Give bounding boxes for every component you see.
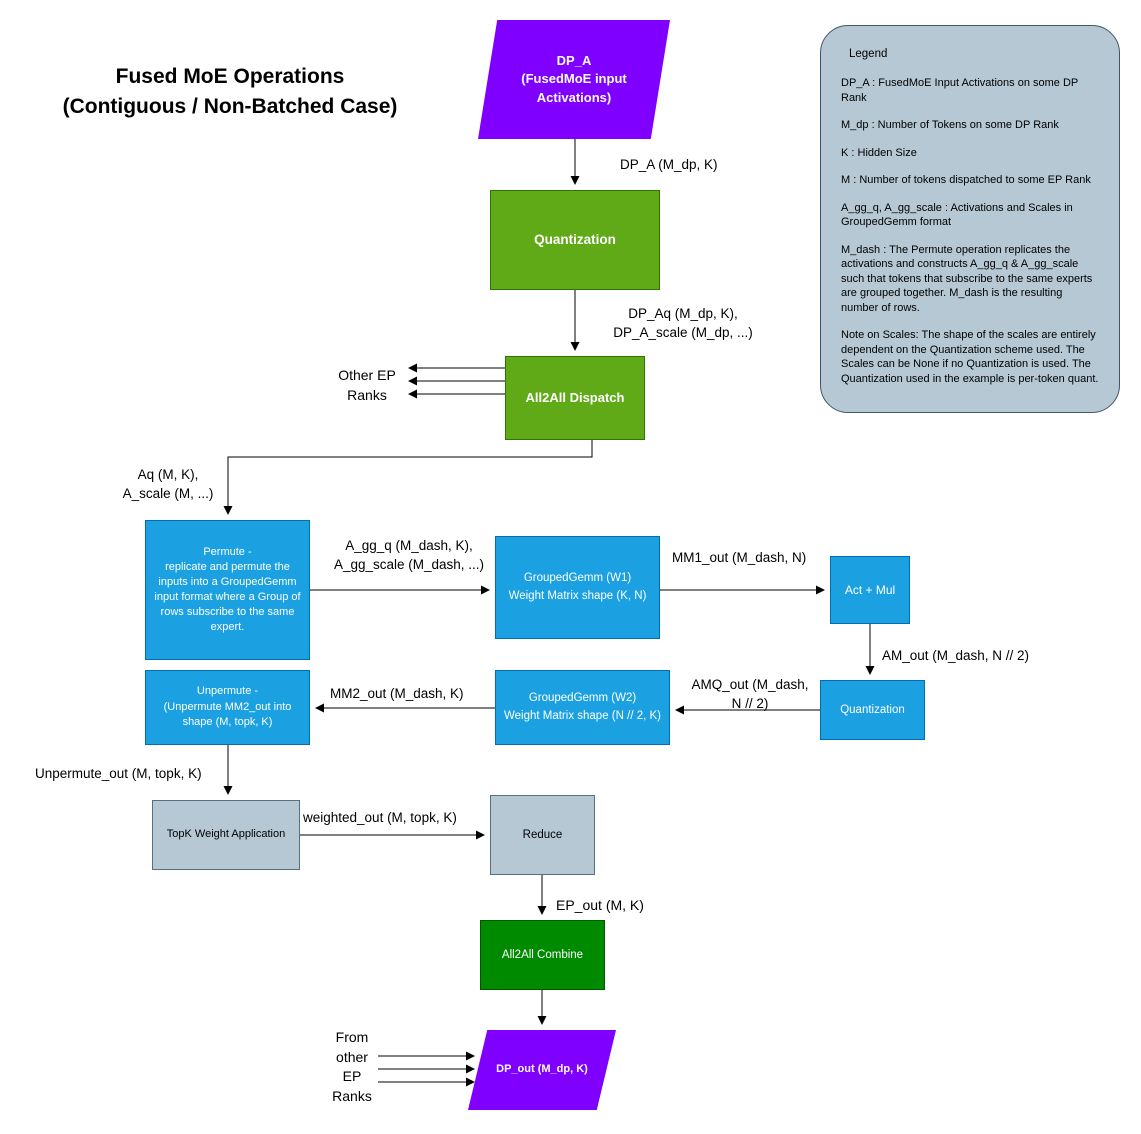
page-title: Fused MoE Operations (Contiguous / Non-B…: [62, 65, 398, 119]
legend-item-k: K : Hidden Size: [841, 146, 917, 159]
node-all2all-dispatch: All2All Dispatch: [505, 356, 645, 440]
edge-label-am-out: AM_out (M_dash, N // 2): [882, 648, 1030, 663]
legend-panel: Legend DP_A : FusedMoE Input Activations…: [820, 25, 1120, 413]
edge-label-weighted-out: weighted_out (M, topk, K): [303, 810, 457, 825]
node-dp-out: DP_out (M_dp, K): [468, 1030, 616, 1110]
node-topk-weight-application: TopK Weight Application: [152, 800, 300, 870]
edge-label-dp-a: DP_A (M_dp, K): [620, 157, 718, 172]
edge-label-amq-out: AMQ_out (M_dash, N // 2): [691, 677, 809, 711]
legend-item-m-dash: M_dash : The Permute operation replicate…: [841, 243, 1093, 314]
node-quantization-2: Quantization: [820, 680, 925, 740]
edge-label-ep-out: EP_out (M, K): [556, 897, 644, 913]
legend-item-dp-a: DP_A : FusedMoE Input Activations on som…: [841, 77, 1079, 104]
label-from-other-ep-ranks: From other EP Ranks: [332, 1029, 372, 1104]
legend-item-m-dp: M_dp : Number of Tokens on some DP Rank: [841, 119, 1059, 132]
node-quantization-1: Quantization: [490, 190, 660, 290]
node-permute: Permute - replicate and permute the inpu…: [145, 520, 310, 660]
label-other-ep-ranks: Other EP Ranks: [338, 367, 396, 403]
node-all2all-combine: All2All Combine: [480, 920, 605, 990]
node-groupedgemm-w2: GroupedGemm (W2) Weight Matrix shape (N …: [495, 670, 670, 745]
legend-item-a-gg: A_gg_q, A_gg_scale : Activations and Sca…: [841, 201, 1073, 229]
legend-title: Legend: [849, 48, 888, 60]
legend-item-note-on-scales: Note on Scales: The shape of the scales …: [841, 329, 1099, 385]
node-act-mul: Act + Mul: [830, 556, 910, 624]
node-dp-a-input: DP_A (FusedMoE input Activations): [478, 20, 670, 139]
edge-label-aq-scale: Aq (M, K), A_scale (M, ...): [122, 467, 214, 501]
node-unpermute: Unpermute - (Unpermute MM2_out into shap…: [145, 670, 310, 745]
arrow-dispatch-to-permute: [223, 440, 593, 515]
node-reduce: Reduce: [490, 795, 595, 875]
edge-label-a-gg: A_gg_q (M_dash, K), A_gg_scale (M_dash, …: [333, 538, 485, 572]
edge-label-dp-aq-scale: DP_Aq (M_dp, K), DP_A_scale (M_dp, ...): [613, 306, 753, 340]
node-groupedgemm-w1: GroupedGemm (W1) Weight Matrix shape (K,…: [495, 536, 660, 639]
edge-label-mm1-out: MM1_out (M_dash, N): [672, 550, 807, 565]
edge-label-mm2-out: MM2_out (M_dash, K): [330, 686, 464, 701]
legend-item-m: M : Number of tokens dispatched to some …: [841, 174, 1091, 187]
edge-label-unpermute-out: Unpermute_out (M, topk, K): [35, 766, 202, 781]
